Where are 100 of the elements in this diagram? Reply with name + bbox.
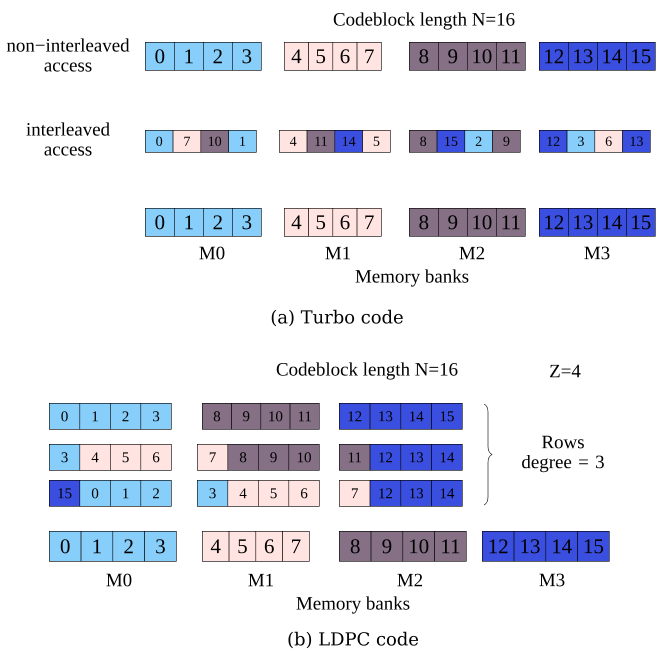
axis-label: Memory banks	[356, 269, 468, 287]
memory-cell: 2	[110, 403, 142, 430]
memory-cell: 12	[370, 444, 402, 471]
memory-cell: 15	[49, 480, 80, 507]
memory-cell: 9	[492, 130, 521, 153]
subfigure-caption: (a) Turbo code	[272, 310, 403, 326]
memory-cell: 11	[434, 531, 467, 562]
memory-cell: 6	[332, 42, 358, 71]
memory-cell: 14	[400, 403, 432, 430]
memory-cell: 15	[577, 531, 610, 562]
memory-cell: 8	[409, 42, 439, 71]
memory-cell: 15	[626, 42, 656, 71]
memory-cell: 15	[626, 208, 656, 237]
memory-cell: 7	[282, 531, 310, 562]
memory-cell: 11	[339, 444, 370, 471]
memory-cell: 7	[339, 480, 370, 507]
memory-cell: 13	[514, 531, 546, 562]
memory-cell: 9	[231, 403, 262, 430]
memory-cell: 5	[228, 531, 256, 562]
memory-cell: 1	[228, 130, 257, 153]
memory-cell: 13	[568, 42, 598, 71]
memory-cell: 7	[356, 42, 382, 71]
memory-cell: 10	[200, 130, 229, 153]
bank-label: M1	[248, 574, 274, 586]
memory-cell: 12	[482, 531, 514, 562]
memory-cell: 14	[334, 130, 363, 153]
memory-cell: 5	[308, 42, 334, 71]
memory-cell: 15	[436, 130, 466, 153]
memory-cell: 4	[202, 531, 230, 562]
memory-cell: 13	[568, 208, 598, 237]
memory-cell: 13	[370, 403, 402, 430]
memory-cell: 6	[594, 130, 623, 153]
memory-cell: 1	[80, 403, 111, 430]
memory-cell: 6	[332, 208, 358, 237]
memory-cell: 8	[339, 531, 372, 562]
bank-label: M0	[199, 246, 224, 260]
memory-cell: 14	[546, 531, 578, 562]
memory-cell: 3	[232, 208, 262, 237]
memory-cell: 6	[140, 444, 172, 471]
memory-cell: 8	[409, 130, 438, 153]
memory-cell: 1	[174, 42, 204, 71]
memory-cell: 8	[409, 208, 439, 237]
memory-cell: 14	[597, 42, 627, 71]
memory-cell: 14	[431, 480, 463, 507]
memory-cell: 9	[370, 531, 404, 562]
brace-label: Rows degree = 3	[522, 436, 604, 472]
memory-cell: 1	[110, 480, 142, 507]
memory-cell: 4	[279, 130, 308, 153]
memory-cell: 6	[256, 531, 283, 562]
bank-label: M2	[459, 246, 484, 260]
memory-cell: 0	[145, 130, 174, 153]
memory-cell: 15	[431, 403, 463, 430]
memory-cell: 3	[144, 531, 177, 562]
memory-cell: 0	[145, 42, 175, 71]
memory-cell: 5	[308, 208, 334, 237]
memory-cell: 9	[438, 208, 468, 237]
memory-cell: 8	[202, 403, 232, 430]
memory-cell: 5	[362, 130, 391, 153]
memory-cell: 0	[49, 531, 82, 562]
memory-cell: 10	[467, 42, 497, 71]
bank-label: M0	[106, 574, 132, 586]
memory-cell: 10	[288, 444, 320, 471]
axis-label: Memory banks	[296, 596, 410, 614]
memory-cell: 2	[464, 130, 493, 153]
memory-cell: 13	[400, 480, 432, 507]
memory-cell: 0	[80, 480, 111, 507]
memory-cell: 12	[539, 208, 569, 237]
memory-cell: 3	[566, 130, 596, 153]
memory-cell: 4	[228, 480, 259, 507]
memory-cell: 10	[402, 531, 435, 562]
memory-cell: 8	[228, 444, 259, 471]
memory-cell: 4	[284, 208, 309, 237]
memory-cell: 12	[370, 480, 402, 507]
memory-cell: 2	[203, 208, 233, 237]
memory-cell: 11	[306, 130, 336, 153]
memory-cell: 10	[260, 403, 290, 430]
bank-label: M3	[539, 574, 564, 586]
memory-cell: 4	[80, 444, 111, 471]
memory-cell: 7	[172, 130, 202, 153]
memory-cell: 13	[622, 130, 651, 153]
memory-cell: 5	[258, 480, 290, 507]
memory-cell: 0	[145, 208, 175, 237]
memory-cell: 10	[467, 208, 497, 237]
memory-cell: 9	[438, 42, 468, 71]
row-label: non−interleaved access	[6, 38, 130, 72]
memory-cell: 3	[197, 480, 228, 507]
memory-cell: 7	[197, 444, 228, 471]
memory-cell: 12	[339, 403, 370, 430]
memory-cell: 14	[431, 444, 463, 471]
title-text: Codeblock length N=16	[334, 12, 514, 30]
memory-cell: 4	[284, 42, 309, 71]
memory-cell: 5	[110, 444, 142, 471]
memory-cell: 1	[174, 208, 204, 237]
subfigure-caption: (b) LDPC code	[288, 632, 418, 648]
memory-cell: 11	[290, 403, 320, 430]
memory-cell: 12	[539, 42, 569, 71]
memory-cell: 3	[49, 444, 80, 471]
memory-cell: 3	[140, 403, 172, 430]
row-label: interleaved access	[26, 122, 110, 156]
memory-cell: 13	[400, 444, 432, 471]
